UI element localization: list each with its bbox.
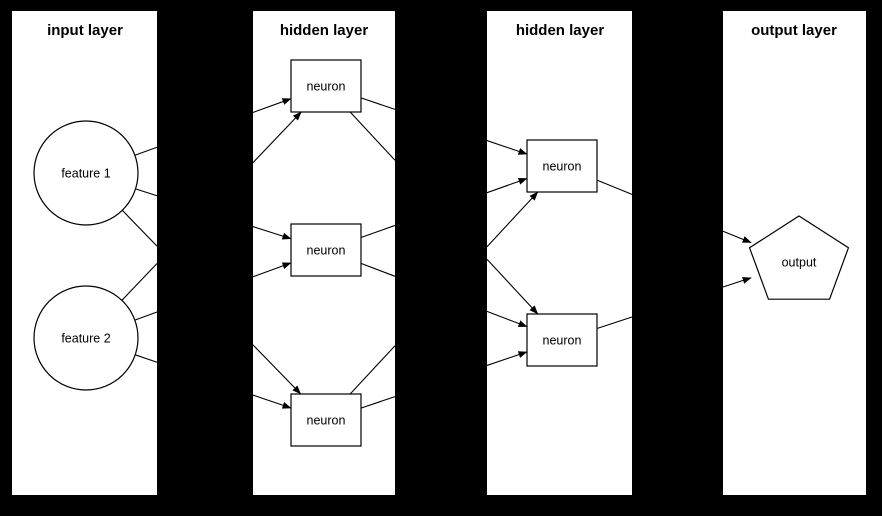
- node-label: neuron: [307, 413, 346, 427]
- edge-hidden1-neuron-1-to-hidden2-neuron-2: [349, 111, 539, 315]
- edge-segment-target: [252, 394, 292, 409]
- node-label: neuron: [307, 243, 346, 257]
- edge-segment-target: [722, 277, 752, 288]
- edge-segment-target: [252, 344, 302, 395]
- layer-title-output: output layer: [751, 22, 837, 39]
- edge-segment-source: [596, 316, 633, 330]
- edge-feature-1-to-hidden1-neuron-2: [135, 188, 292, 240]
- edge-segment-source: [360, 224, 396, 239]
- node-label: neuron: [307, 79, 346, 93]
- node-label: output: [782, 255, 817, 269]
- edge-segment-source: [135, 188, 158, 197]
- node-label: feature 1: [61, 166, 110, 180]
- layer-title-input: input layer: [47, 22, 123, 39]
- edge-segment-source: [134, 146, 158, 156]
- edge-segment-target: [722, 230, 752, 244]
- connection-edges: [121, 97, 752, 409]
- layer-titles: input layer hidden layer hidden layer outpu…: [47, 22, 837, 39]
- edge-segment-target: [486, 140, 528, 155]
- edge-hidden1-neuron-3-to-hidden2-neuron-1: [349, 191, 539, 395]
- edge-hidden1-neuron-3-to-hidden2-neuron-2: [360, 351, 528, 409]
- circle-shape: [33, 285, 139, 391]
- edge-segment-source: [134, 311, 158, 321]
- node-label: neuron: [543, 159, 582, 173]
- node-hidden2-neuron-1[interactable]: neuron: [526, 139, 598, 193]
- edge-segment-source: [121, 209, 158, 247]
- edge-segment-target: [252, 111, 302, 164]
- edge-segment-source: [349, 111, 396, 161]
- edge-feature-1-to-hidden1-neuron-1: [134, 98, 292, 156]
- edge-segment-source: [596, 179, 633, 195]
- edge-feature-1-to-hidden1-neuron-3: [121, 209, 302, 395]
- edge-hidden1-neuron-2-to-hidden2-neuron-1: [360, 177, 528, 239]
- node-feature-2[interactable]: feature 2: [33, 285, 139, 391]
- layer-panel-hidden-2: [487, 11, 632, 495]
- edge-hidden2-neuron-1-to-output-node: [596, 179, 752, 244]
- edge-hidden1-neuron-1-to-hidden2-neuron-1: [360, 97, 528, 155]
- edge-segment-target: [252, 262, 292, 278]
- edge-hidden1-neuron-2-to-hidden2-neuron-2: [360, 262, 528, 328]
- rect-shape: [290, 59, 362, 113]
- rect-shape: [290, 393, 362, 447]
- edge-segment-source: [360, 396, 396, 409]
- rect-shape: [526, 139, 598, 193]
- node-hidden1-neuron-2[interactable]: neuron: [290, 223, 362, 277]
- node-hidden1-neuron-1[interactable]: neuron: [290, 59, 362, 113]
- edge-segment-target: [486, 351, 528, 366]
- layer-nodes: feature 1 feature 2 neuron neuron neuron neur…: [33, 59, 850, 447]
- layer-panel-input: [12, 11, 157, 495]
- edge-feature-2-to-hidden1-neuron-3: [135, 354, 292, 409]
- edge-segment-source: [121, 263, 158, 301]
- node-hidden2-neuron-2[interactable]: neuron: [526, 313, 598, 367]
- edge-feature-2-to-hidden1-neuron-2: [134, 262, 292, 321]
- node-label: feature 2: [61, 331, 110, 345]
- layer-title-hidden-2: hidden layer: [516, 22, 605, 39]
- pentagon-shape: [748, 215, 850, 300]
- edge-segment-target: [486, 177, 528, 194]
- edge-feature-2-to-hidden1-neuron-1: [121, 111, 302, 301]
- node-output-node[interactable]: output: [748, 215, 850, 300]
- edge-segment-target: [252, 226, 292, 240]
- edge-segment-target: [486, 191, 539, 248]
- edge-segment-source: [360, 262, 396, 277]
- edge-segment-target: [486, 258, 539, 315]
- edge-segment-target: [252, 98, 292, 113]
- layer-title-hidden-1: hidden layer: [280, 22, 369, 39]
- edge-segment-target: [486, 310, 528, 328]
- node-label: neuron: [543, 333, 582, 347]
- circle-shape: [33, 120, 139, 226]
- node-feature-1[interactable]: feature 1: [33, 120, 139, 226]
- edge-segment-source: [360, 97, 396, 110]
- edge-hidden2-neuron-2-to-output-node: [596, 277, 752, 330]
- rect-shape: [526, 313, 598, 367]
- node-hidden1-neuron-3[interactable]: neuron: [290, 393, 362, 447]
- edge-segment-source: [135, 354, 158, 363]
- rect-shape: [290, 223, 362, 277]
- edge-segment-source: [349, 345, 396, 395]
